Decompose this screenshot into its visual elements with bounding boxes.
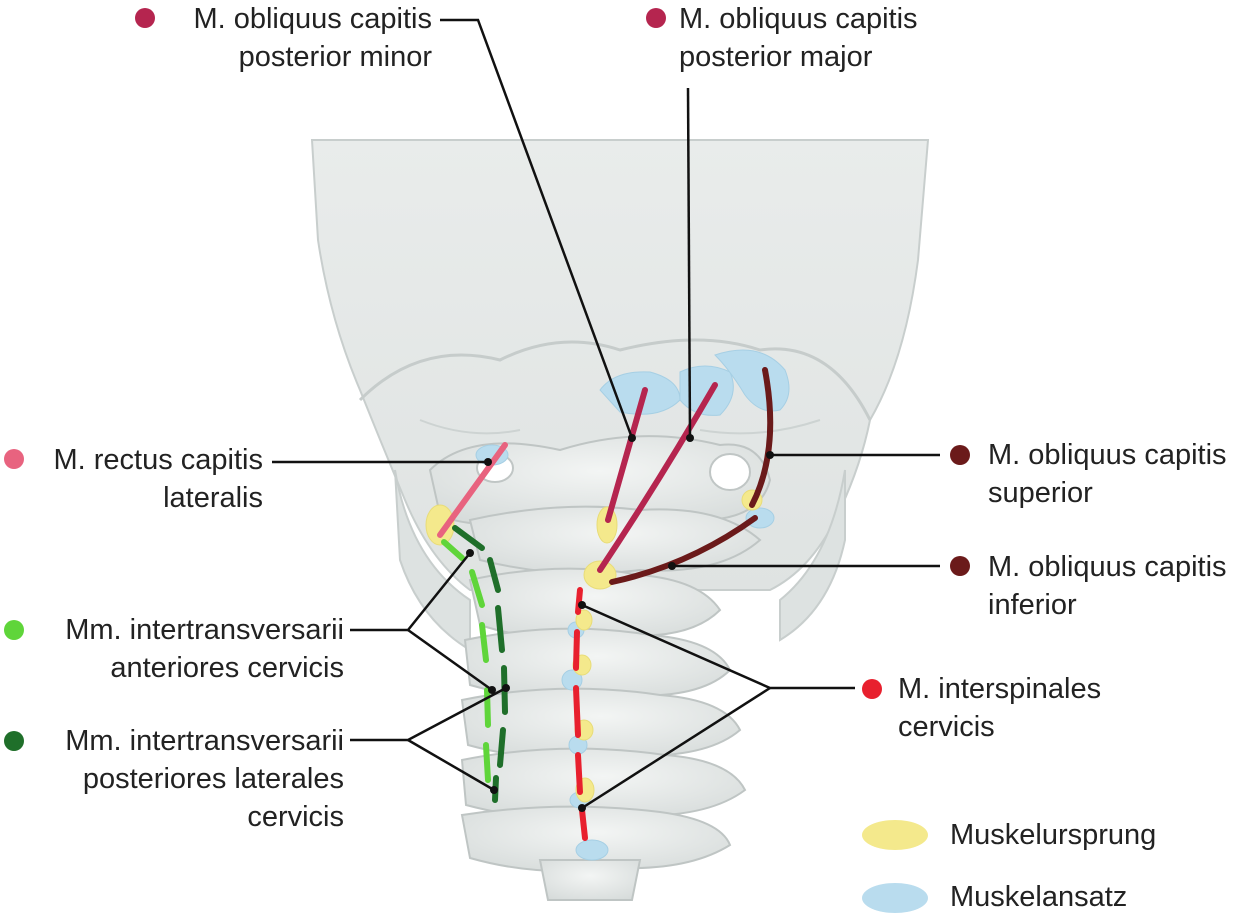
intertransversarii-posteriores-line1: Mm. intertransversarii <box>65 725 344 757</box>
intertransversarii-posteriores-color-dot <box>4 731 24 751</box>
obliquus-minor-line2: posterior minor <box>238 41 432 73</box>
intertransversarii-anteriores-line1: Mm. intertransversarii <box>65 614 344 646</box>
obliquus-inferior-line1: M. obliquus capitis <box>988 551 1227 583</box>
rectus-lateralis-line2: lateralis <box>163 482 263 514</box>
obliquus-inferior-color-dot <box>950 556 970 576</box>
obliquus-inferior-label: M. obliquus capitis inferior <box>988 548 1227 624</box>
intertransversarii-anteriores-line2: anteriores cervicis <box>110 652 344 684</box>
rectus-lateralis-label: M. rectus capitis lateralis <box>54 441 264 517</box>
cervical-vertebrae <box>460 567 747 901</box>
obliquus-major-color-dot <box>646 8 666 28</box>
leader-endpoints <box>466 434 774 812</box>
obliquus-superior-line2: superior <box>988 477 1093 509</box>
intertransversarii-posteriores-label: Mm. intertransversarii posteriores later… <box>65 722 344 836</box>
interspinales-label: M. interspinales cervicis <box>898 670 1101 746</box>
obliquus-superior-color-dot <box>950 445 970 465</box>
obliquus-minor-color-dot <box>135 8 155 28</box>
legend-insertion-label: Muskelansatz <box>950 881 1128 913</box>
intertransversarii-anteriores-label: Mm. intertransversarii anteriores cervic… <box>65 611 344 687</box>
muscle-interspinales <box>573 587 588 841</box>
muscle-obliquus-inferior <box>609 515 758 585</box>
obliquus-inferior-line2: inferior <box>988 589 1077 621</box>
intertransversarii-posteriores-line3: cervicis <box>247 801 344 833</box>
muscle-obliquus-posterior-minor <box>605 387 648 523</box>
interspinales-line2: cervicis <box>898 711 995 743</box>
interspinales-line1: M. interspinales <box>898 673 1102 705</box>
obliquus-major-label: M. obliquus capitis posterior major <box>679 0 918 76</box>
interspinales-color-dot <box>862 679 882 699</box>
rectus-lateralis-line1: M. rectus capitis <box>53 444 264 476</box>
obliquus-superior-line1: M. obliquus capitis <box>988 439 1227 471</box>
obliquus-minor-label: M. obliquus capitis posterior minor <box>193 0 432 76</box>
intertransversarii-anteriores-color-dot <box>4 620 24 640</box>
obliquus-minor-line1: M. obliquus capitis <box>193 3 432 35</box>
leader-lines <box>272 18 940 810</box>
obliquus-major-line1: M. obliquus capitis <box>679 3 918 35</box>
muscle-intertransversarii-anteriores <box>441 539 491 783</box>
obliquus-major-line2: posterior major <box>679 41 873 73</box>
muscle-rectus-capitis-lateralis <box>437 442 508 538</box>
muscle-obliquus-superior <box>749 367 774 508</box>
obliquus-superior-label: M. obliquus capitis superior <box>988 436 1227 512</box>
legend-insertion-swatch <box>862 883 928 913</box>
legend-origin-label: Muskelursprung <box>950 819 1157 851</box>
intertransversarii-posteriores-line2: posteriores laterales <box>82 763 344 795</box>
legend-origin-swatch <box>862 820 928 850</box>
muscle-obliquus-posterior-major <box>597 382 718 573</box>
rectus-lateralis-color-dot <box>4 449 24 469</box>
